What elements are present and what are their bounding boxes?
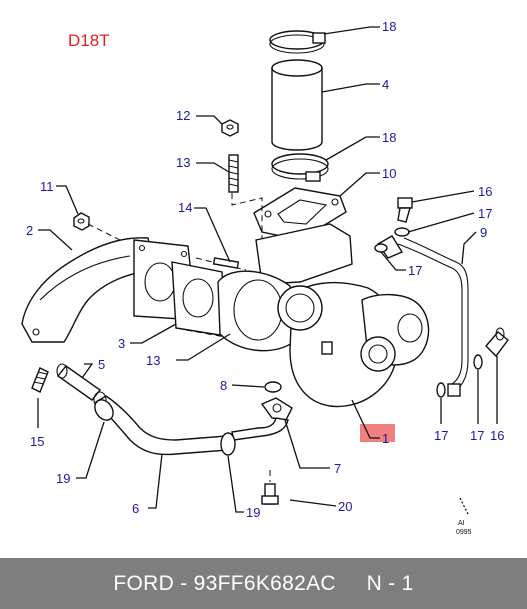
callout-17-b1: 17 — [434, 428, 448, 443]
hose-clamp-top-drawing — [269, 30, 326, 54]
callout-2: 2 — [26, 223, 33, 238]
callout-10: 10 — [382, 166, 396, 181]
long-hose-drawing — [93, 391, 229, 456]
hose-clamp-lower-drawing — [271, 153, 329, 182]
washer-mid-drawing — [374, 243, 388, 253]
drawing-ref-line-2: 0995 — [456, 529, 472, 536]
callout-4: 4 — [382, 77, 389, 92]
banjo-bolt-top-drawing — [397, 197, 413, 223]
footer-separator: - — [174, 571, 194, 595]
callout-13-lower: 13 — [146, 353, 160, 368]
connector-drawing — [31, 367, 49, 393]
callout-19-right: 19 — [246, 505, 260, 520]
bolt-drawing — [261, 470, 279, 505]
turbocharger-drawing — [217, 223, 430, 408]
intake-hose-drawing — [271, 59, 323, 151]
callout-18-top: 18 — [382, 19, 396, 34]
exhaust-manifold-drawing — [21, 237, 197, 343]
callout-16-bottom: 16 — [490, 428, 504, 443]
oil-feed-pipe-drawing — [397, 237, 469, 397]
callout-15: 15 — [30, 434, 44, 449]
banjo-bolt-bottom-drawing — [485, 327, 509, 358]
drawing-ref-line-1: AI — [458, 520, 465, 527]
callout-18-lower: 18 — [382, 130, 396, 145]
callout-17-mid: 17 — [408, 263, 422, 278]
washer-bottom-2-drawing — [473, 354, 483, 370]
hose-clip-left-drawing — [94, 399, 114, 421]
callout-11: 11 — [40, 179, 54, 194]
engine-code: D18T — [68, 31, 110, 50]
washer-bottom-1-drawing — [436, 382, 446, 398]
short-hose-drawing — [56, 363, 102, 401]
exploded-parts-diagram: D18T — [21, 19, 509, 536]
highlight-marker — [360, 424, 395, 442]
callout-17-b2: 17 — [470, 428, 484, 443]
o-ring-drawing — [264, 381, 282, 393]
footer-position: N - 1 — [366, 571, 414, 595]
oil-feed-union-drawing — [376, 235, 404, 259]
callout-16-top: 16 — [478, 184, 492, 199]
callout-7: 7 — [334, 461, 341, 476]
callout-14: 14 — [178, 200, 192, 215]
footer-part-number: 93FF6K682AC — [193, 571, 336, 595]
turbo-stud-drawing — [212, 257, 240, 269]
callout-9: 9 — [480, 225, 487, 240]
part-number-footer: FORD - 93FF6K682AC N - 1 — [0, 558, 527, 609]
footer-gap — [336, 572, 367, 596]
manifold-nut-drawing — [73, 212, 90, 231]
callout-12: 12 — [176, 108, 190, 123]
callout-1: 1 — [382, 431, 389, 446]
callout-19-left: 19 — [56, 471, 70, 486]
drawing-reference: AI 0995 — [456, 497, 472, 536]
leader-lines — [37, 26, 498, 513]
gasket-drawing — [253, 187, 347, 241]
callout-17-top: 17 — [478, 206, 492, 221]
callout-20: 20 — [338, 499, 352, 514]
oil-return-pipe-drawing — [231, 397, 293, 441]
hose-clip-right-drawing — [220, 432, 236, 456]
nut-drawing — [221, 119, 239, 137]
stud-drawing — [228, 154, 239, 193]
washer-top-drawing — [394, 227, 410, 237]
callout-13-top: 13 — [176, 155, 190, 170]
callout-3: 3 — [118, 336, 125, 351]
callout-5: 5 — [98, 357, 105, 372]
flange-gasket-drawing — [171, 261, 227, 337]
callout-6: 6 — [132, 501, 139, 516]
callout-8: 8 — [220, 378, 227, 393]
footer-brand: FORD — [113, 571, 175, 595]
callout-labels: 18 4 18 12 13 10 11 14 16 17 9 2 17 3 13… — [26, 19, 504, 520]
